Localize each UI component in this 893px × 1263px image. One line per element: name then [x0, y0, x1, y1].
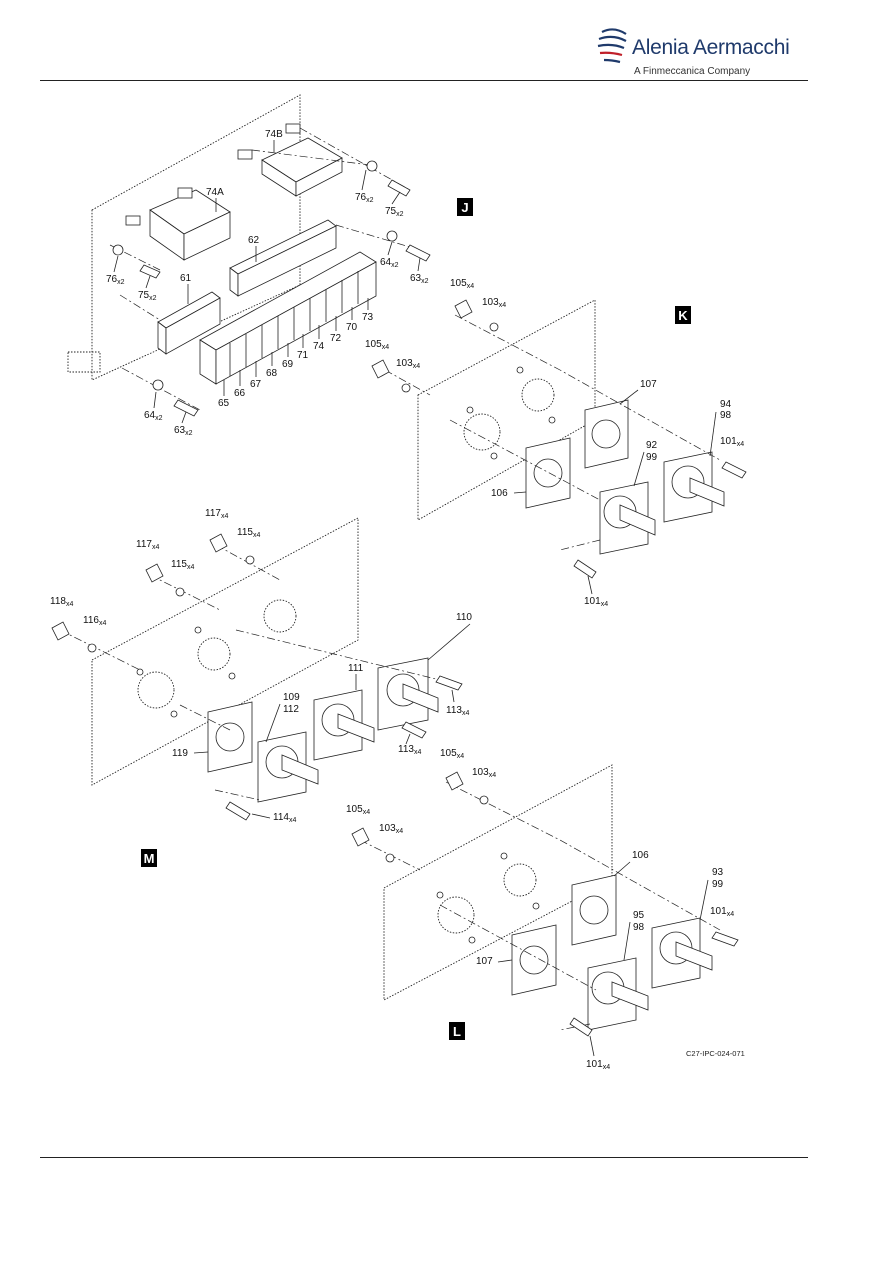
callout-68: 68: [266, 368, 278, 379]
company-logo: Alenia Aermacchi A Finmeccanica Company: [596, 24, 796, 84]
callout-74b: 74B: [265, 129, 283, 140]
callout-101-l1: 101x4: [710, 906, 734, 918]
callout-117-m1: 117x4: [205, 508, 228, 520]
callout-113-m2: 113x4: [398, 744, 421, 756]
callout-105-l1: 105x4: [440, 748, 464, 760]
svg-text:M: M: [144, 851, 155, 866]
figure-badge-l: L: [449, 1022, 465, 1040]
figure-badge-j: J: [457, 198, 473, 216]
leader-lines: [113, 140, 717, 1057]
callout-107-l: 107: [476, 956, 493, 967]
callout-106-k: 106: [491, 488, 508, 499]
callout-103-l1: 103x4: [472, 767, 496, 779]
callout-labels: 74B 74A 62 61 76x2 75x2 76x2 75x2 64x2 6…: [50, 129, 744, 1071]
callout-103-l2: 103x4: [379, 823, 403, 835]
callout-116: 116x4: [83, 615, 106, 627]
callout-92: 92: [646, 440, 658, 451]
callout-99-l: 99: [712, 879, 724, 890]
callout-101-k1: 101x4: [720, 436, 744, 448]
callout-72: 72: [330, 333, 342, 344]
callout-109: 109: [283, 692, 300, 703]
callout-115-m1: 115x4: [237, 527, 260, 539]
callout-75-left: 75x2: [138, 290, 157, 302]
callout-93: 93: [712, 867, 724, 878]
callout-94: 94: [720, 399, 732, 410]
callout-67: 67: [250, 379, 262, 390]
figure-badge-m: M: [141, 849, 157, 867]
callout-115-m2: 115x4: [171, 559, 194, 571]
callout-119: 119: [172, 748, 188, 759]
callout-105-k1: 105x4: [450, 278, 474, 290]
callout-105-k2: 105x4: [365, 339, 389, 351]
callout-64-bottom: 64x2: [144, 410, 163, 422]
view-k-assembly: [371, 299, 747, 579]
callout-64-right: 64x2: [380, 257, 399, 269]
footer-rule: [40, 1157, 808, 1158]
callout-75-top: 75x2: [385, 206, 404, 218]
callout-74a: 74A: [206, 187, 224, 198]
callout-61: 61: [180, 273, 192, 284]
callout-71: 71: [297, 350, 309, 361]
view-m-assembly: [51, 517, 463, 821]
figure-badge-k: K: [675, 306, 691, 324]
svg-text:L: L: [453, 1024, 461, 1039]
callout-107-k: 107: [640, 379, 657, 390]
callout-110: 110: [456, 612, 472, 623]
callout-101-l2: 101x4: [586, 1059, 610, 1071]
callout-69: 69: [282, 359, 294, 370]
svg-text:K: K: [678, 308, 688, 323]
callout-98-k: 98: [720, 410, 732, 421]
callout-73: 73: [362, 312, 374, 323]
callout-114: 114x4: [273, 812, 296, 824]
callout-105-l2: 105x4: [346, 804, 370, 816]
view-l-assembly: [351, 764, 739, 1037]
callout-112: 112: [283, 704, 299, 715]
callout-111: 111: [348, 663, 364, 674]
svg-text:J: J: [461, 200, 468, 215]
callout-101-k2: 101x4: [584, 596, 608, 608]
callout-99-k: 99: [646, 452, 658, 463]
header-rule: [40, 80, 808, 81]
figure-reference: C27-IPC-024-071: [686, 1049, 745, 1058]
brand-name: Alenia Aermacchi: [632, 36, 790, 59]
callout-65: 65: [218, 398, 230, 409]
callout-66: 66: [234, 388, 246, 399]
callout-95: 95: [633, 910, 645, 921]
callout-113-m1: 113x4: [446, 705, 469, 717]
callout-103-k2: 103x4: [396, 358, 420, 370]
callout-70: 70: [346, 322, 358, 333]
callout-76-left: 76x2: [106, 274, 125, 286]
callout-76-top: 76x2: [355, 192, 374, 204]
callout-103-k1: 103x4: [482, 297, 506, 309]
callout-117-m2: 117x4: [136, 539, 159, 551]
callout-118: 118x4: [50, 596, 73, 608]
callout-63-bottom: 63x2: [174, 425, 193, 437]
callout-63-right: 63x2: [410, 273, 429, 285]
brand-tagline: A Finmeccanica Company: [634, 66, 751, 77]
swoosh-logo-icon: [597, 28, 627, 64]
callout-106-l: 106: [632, 850, 649, 861]
callout-62: 62: [248, 235, 260, 246]
callout-98-l: 98: [633, 922, 645, 933]
callout-74: 74: [313, 341, 325, 352]
view-j-assembly: [67, 94, 431, 417]
